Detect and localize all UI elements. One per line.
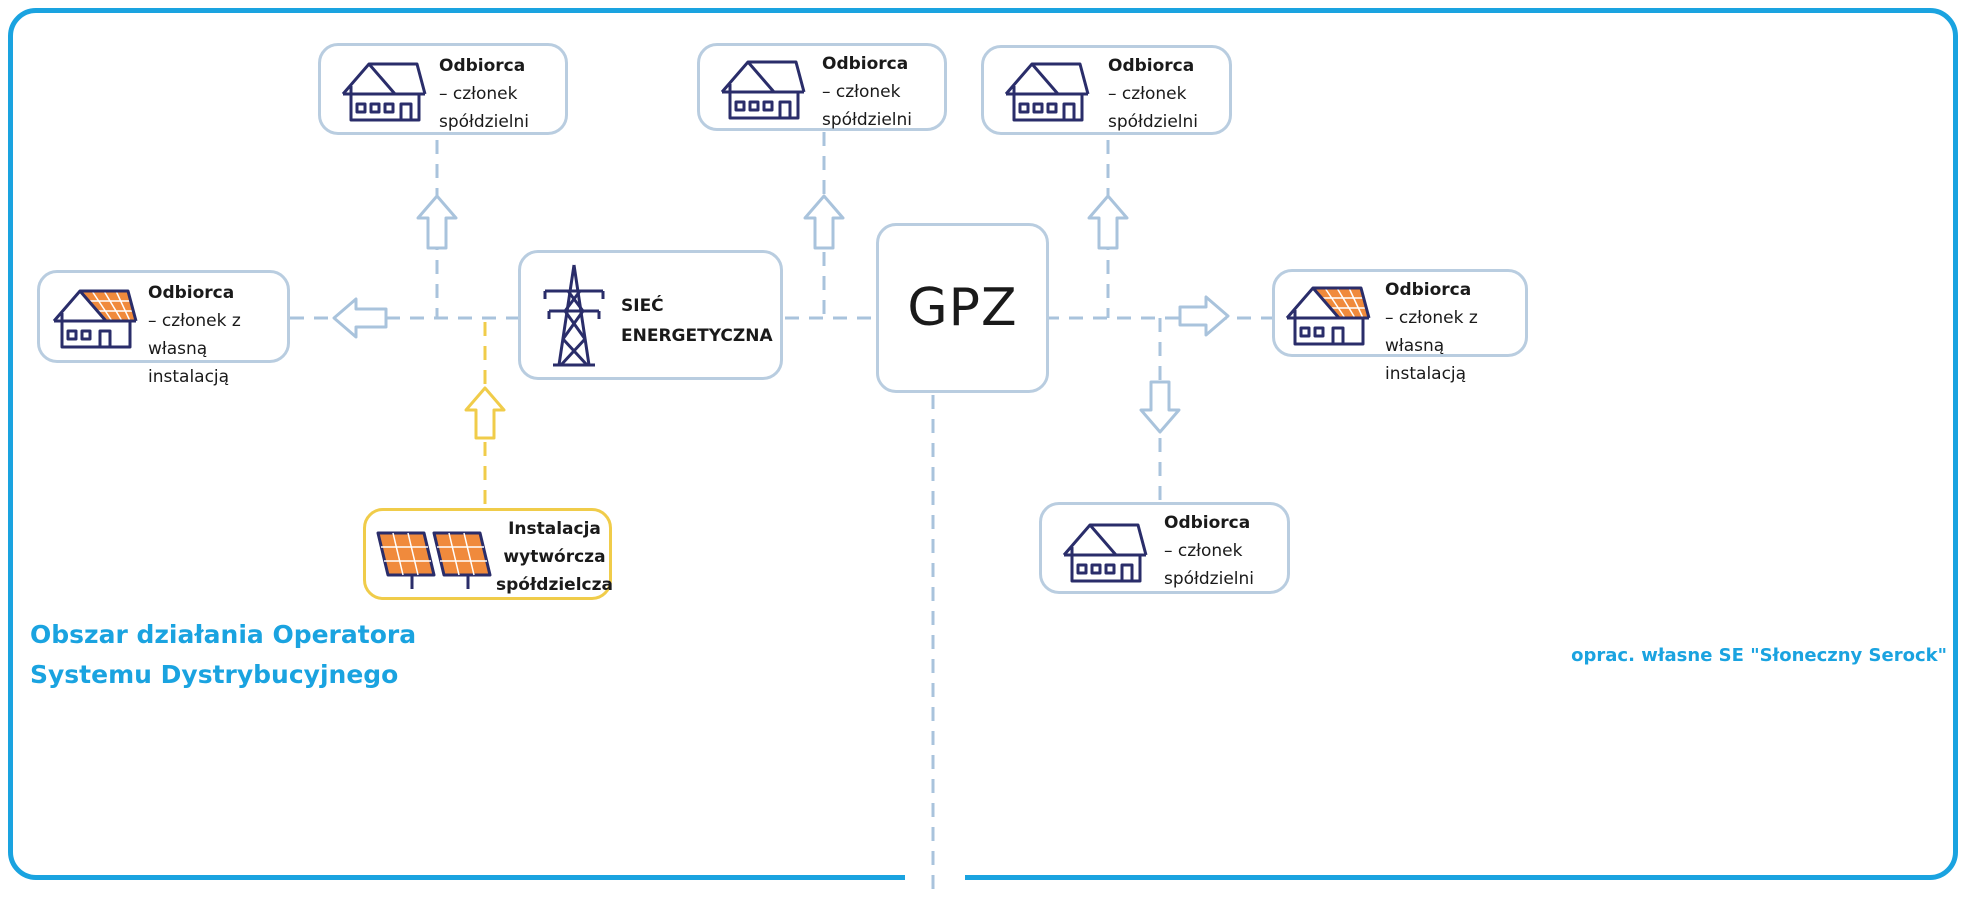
grid-box: SIEĆ ENERGETYCZNA bbox=[518, 250, 783, 380]
consumer-box-bottom: Odbiorca – członek spółdzielni bbox=[1039, 502, 1290, 594]
prosumer-text: Odbiorca – członek z własną instalacją bbox=[1385, 280, 1478, 384]
consumer-text: Odbiorca – członek spółdzielni bbox=[1108, 56, 1198, 132]
house-icon bbox=[1062, 523, 1148, 583]
operator-area-frame bbox=[8, 8, 1958, 880]
solar-house-icon bbox=[52, 289, 138, 349]
prosumer-text: Odbiorca – członek z własną instalacją bbox=[148, 283, 241, 387]
consumer-text: Odbiorca – członek spółdzielni bbox=[1164, 513, 1254, 589]
gpz-label: GPZ bbox=[907, 278, 1018, 338]
consumer-box-top-left: Odbiorca – członek spółdzielni bbox=[318, 43, 568, 135]
solar-panel-icon bbox=[376, 531, 492, 589]
solar-house-icon bbox=[1285, 286, 1371, 346]
operator-area-title: Obszar działania Operatora Systemu Dystr… bbox=[30, 620, 417, 689]
prosumer-box-left: Odbiorca – członek z własną instalacją bbox=[37, 270, 290, 387]
prosumer-box-right: Odbiorca – członek z własną instalacją bbox=[1272, 269, 1528, 384]
consumer-box-top-right: Odbiorca – członek spółdzielni bbox=[981, 45, 1232, 135]
power-pylon-icon bbox=[543, 264, 605, 367]
consumer-text: Odbiorca – członek spółdzielni bbox=[439, 56, 529, 132]
consumer-text: Odbiorca – członek spółdzielni bbox=[822, 54, 912, 130]
installation-text: Instalacja wytwórcza spółdzielcza bbox=[496, 519, 613, 595]
source-credit: oprac. własne SE "Słoneczny Serock" bbox=[1571, 645, 1947, 666]
consumer-box-top-middle: Odbiorca – członek spółdzielni bbox=[697, 43, 947, 131]
house-icon bbox=[341, 62, 427, 122]
gpz-box: GPZ bbox=[876, 223, 1049, 393]
installation-box: Instalacja wytwórcza spółdzielcza bbox=[363, 508, 613, 600]
frame-gap bbox=[905, 872, 965, 886]
grid-label: SIEĆ ENERGETYCZNA bbox=[621, 296, 773, 346]
house-icon bbox=[720, 60, 806, 120]
house-icon bbox=[1004, 62, 1090, 122]
